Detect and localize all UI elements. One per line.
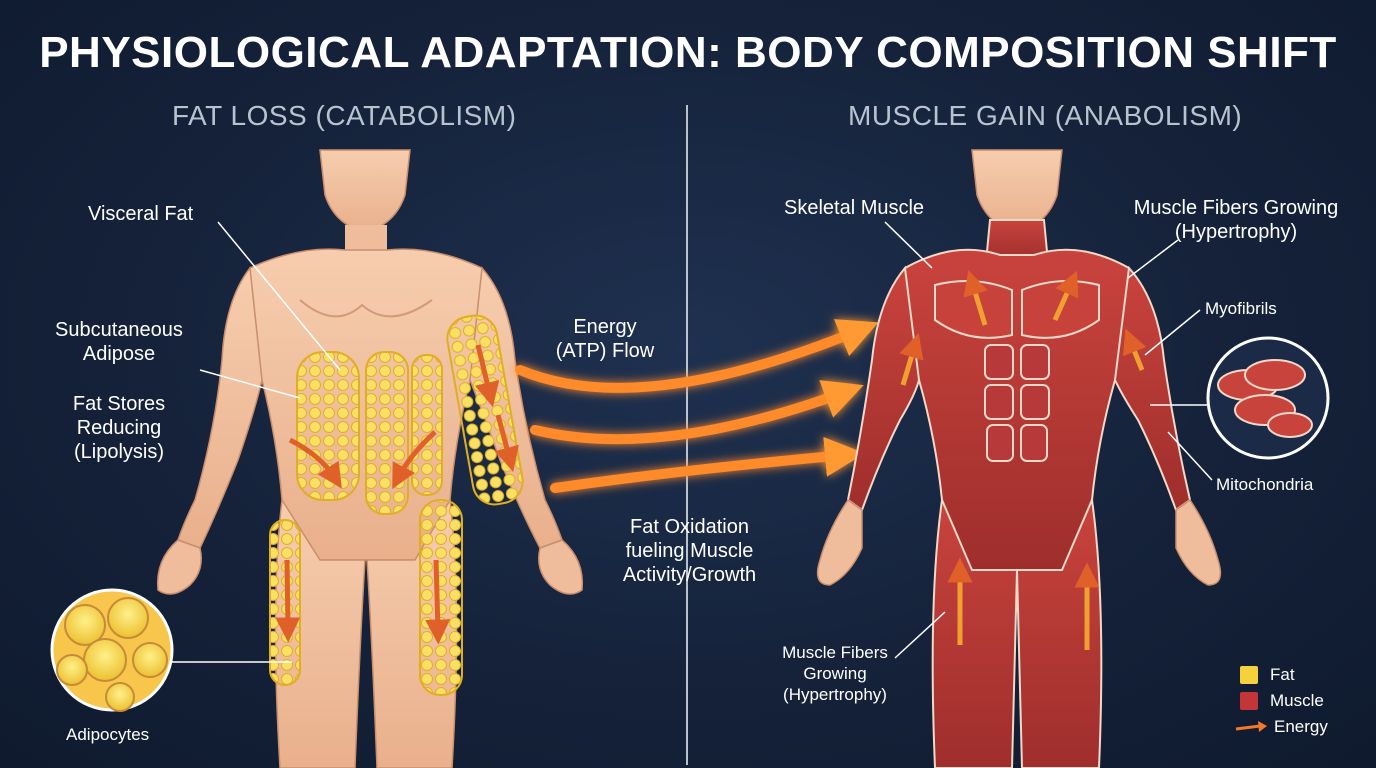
- muscle-swatch: [1240, 692, 1258, 710]
- muscle-fibers-top-label: Muscle Fibers Growing (Hypertrophy): [1133, 197, 1339, 243]
- muscle-gain-heading: MUSCLE GAIN (ANABOLISM): [848, 100, 1243, 131]
- left-pointer-lines: [199, 221, 341, 399]
- fat-stores-label: Fat Stores Reducing (Lipolysis): [72, 393, 166, 463]
- muscle-gain-figure: [816, 149, 1330, 768]
- energy-arrow-icon: [1235, 721, 1267, 732]
- fat-loss-heading: FAT LOSS (CATABOLISM): [172, 100, 517, 131]
- subcutaneous-adipose-label: Subcutaneous Adipose: [55, 319, 183, 365]
- legend-item-energy: Energy: [1235, 714, 1328, 740]
- myofibrils-label: Myofibrils: [1205, 299, 1277, 318]
- adipocytes-inset: [50, 588, 292, 712]
- legend-label: Muscle: [1270, 691, 1324, 710]
- page-title: PHYSIOLOGICAL ADAPTATION: BODY COMPOSITI…: [39, 28, 1337, 77]
- mitochondria-label: Mitochondria: [1216, 475, 1314, 494]
- fat-oxidation-label: Fat Oxidation fueling Muscle Activity/Gr…: [622, 516, 757, 586]
- energy-flow-arrows: [515, 319, 879, 493]
- legend-item-muscle: Muscle: [1240, 688, 1328, 714]
- legend-label: Fat: [1270, 665, 1295, 684]
- energy-flow-label: Energy (ATP) Flow: [555, 316, 655, 362]
- legend: Fat Muscle Energy: [1235, 662, 1328, 740]
- fat-swatch: [1240, 666, 1258, 684]
- visceral-fat-label: Visceral Fat: [88, 203, 194, 225]
- legend-label: Energy: [1274, 717, 1328, 736]
- adipocytes-label: Adipocytes: [66, 725, 150, 744]
- skeletal-muscle-label: Skeletal Muscle: [784, 197, 925, 219]
- legend-item-fat: Fat: [1240, 662, 1328, 688]
- fat-loss-figure: [156, 149, 584, 768]
- muscle-fibers-bottom-label: Muscle Fibers Growing (Hypertrophy): [782, 643, 888, 704]
